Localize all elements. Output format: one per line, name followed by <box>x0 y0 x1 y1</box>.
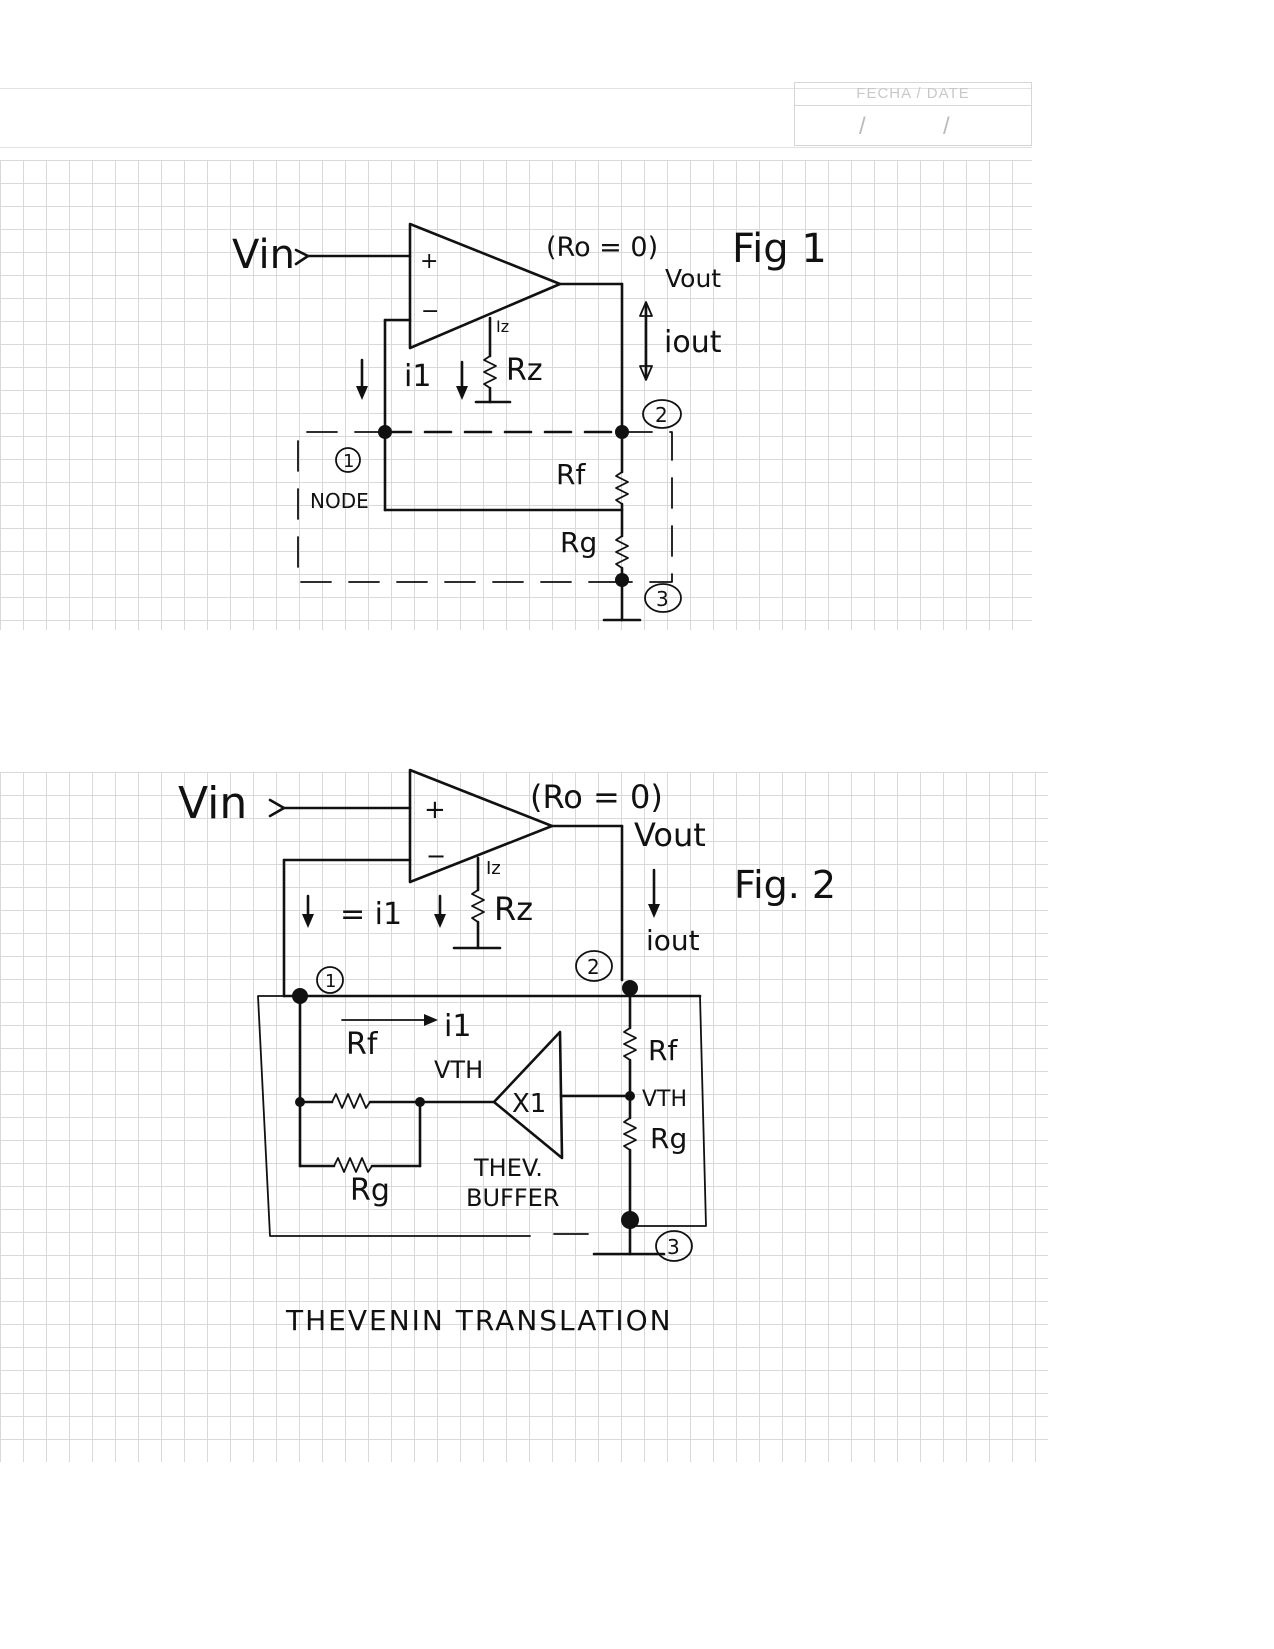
fig1-rz-label: Rz <box>506 353 543 388</box>
fig1-minus-sign: − <box>421 299 439 324</box>
fig2-rf-left-resistor <box>331 1093 371 1109</box>
fig2-node3-circle <box>655 1230 693 1262</box>
fig2-iout-label: iout <box>646 924 700 957</box>
fig2-node1-number: 1 <box>325 971 336 992</box>
fig2-left-junction <box>295 1097 305 1107</box>
fig2-node1-circle <box>316 966 344 994</box>
date-slash-1: / <box>859 113 866 140</box>
fig2-node2-number: 2 <box>587 955 600 979</box>
date-slash-2: / <box>943 113 950 140</box>
fig2-i1-eq-label: = i1 <box>340 897 402 932</box>
fig2-buffer-label-1: THEV. <box>473 1154 543 1182</box>
fig1-rf-label: Rf <box>556 458 586 491</box>
grid-paper-bottom <box>0 772 1048 1462</box>
fig2-vth-right-label: VTH <box>642 1087 687 1112</box>
fig2-vout-label: Vout <box>634 816 706 854</box>
fig1-iout-arrowhead-down <box>639 365 653 381</box>
fig2-buffer-gain: X1 <box>512 1089 546 1119</box>
fig1-opamp <box>408 222 562 350</box>
fig1-node2-circle <box>642 399 682 429</box>
fig2-rg-left-label: Rg <box>350 1173 390 1208</box>
fig2-plus-sign: + <box>424 795 446 825</box>
fig1-node1-circle <box>335 447 361 473</box>
fig1-node1-number: 1 <box>343 451 354 472</box>
fig1-rg-label: Rg <box>560 526 597 559</box>
fig2-input-arrow <box>268 798 286 818</box>
fig1-rz-resistor <box>483 355 497 389</box>
fig2-rf-right-resistor <box>623 1027 637 1061</box>
fig1-node2-number: 2 <box>655 403 668 427</box>
date-label: FECHA / DATE <box>795 83 1031 106</box>
fig1-iz-label: Iz <box>496 317 509 336</box>
fig2-divider-junction <box>625 1091 635 1101</box>
fig2-ro-label: (Ro = 0) <box>530 778 663 816</box>
fig1-vout-label: Vout <box>665 264 721 293</box>
fig2-rz-label: Rz <box>494 890 533 928</box>
fig1-iout-arrowhead-up <box>639 301 653 317</box>
fig2-rz-resistor <box>471 889 485 923</box>
fig2-caption: THEVENIN TRANSLATION <box>285 1304 673 1337</box>
fig1-node3-number: 3 <box>656 587 669 611</box>
fig2-title: Fig. 2 <box>734 863 836 907</box>
fig2-rf-right-label: Rf <box>648 1034 678 1067</box>
grid-paper-top <box>0 160 1032 630</box>
fig1-diagram: Vin + − (Ro = 0) Vout Fig 1 iout i1 Iz R… <box>232 222 827 622</box>
fig1-node3-circle <box>644 583 682 613</box>
fig1-rg-resistor <box>615 535 629 569</box>
fig1-dashed-loop-left <box>297 431 623 583</box>
fig2-vth-left-label: VTH <box>434 1056 483 1084</box>
fig2-i1-bus-arrowhead <box>424 1014 438 1026</box>
fig1-iout-label: iout <box>664 325 722 360</box>
fig2-minus-sign: − <box>426 842 446 870</box>
fig1-rf-resistor <box>615 471 629 505</box>
fig2-i1-bus-label: i1 <box>444 1009 471 1044</box>
fig1-node-label: NODE <box>310 489 369 513</box>
page-header-band <box>0 88 1032 148</box>
fig1-ro-label: (Ro = 0) <box>546 232 658 263</box>
fig1-i1-arrowhead <box>356 386 368 400</box>
fig1-i1-label: i1 <box>404 359 431 394</box>
fig2-vin-label: Vin <box>178 778 247 829</box>
fig1-input-arrow <box>294 248 310 266</box>
fig2-iout-arrowhead <box>648 904 660 918</box>
fig2-i1-arrowhead <box>302 914 314 928</box>
fig2-buffer-label-2: BUFFER <box>466 1184 559 1212</box>
fig2-rg-right-label: Rg <box>650 1122 687 1155</box>
fig2-node3-number: 3 <box>667 1235 680 1259</box>
fig1-dashed-loop-right <box>621 431 673 583</box>
fig2-iz-arrowhead <box>434 914 446 928</box>
fig2-node3-dot <box>621 1211 639 1229</box>
fig2-rg-right-resistor <box>623 1117 637 1151</box>
fig2-iz-label: Iz <box>486 858 501 879</box>
fig1-iz-arrowhead <box>456 386 468 400</box>
fig2-rg-left-resistor <box>333 1157 373 1173</box>
fig2-rf-left-label: Rf <box>346 1027 379 1062</box>
fig1-vin-label: Vin <box>232 232 295 278</box>
fig1-title: Fig 1 <box>732 226 827 272</box>
fig1-plus-sign: + <box>420 249 438 274</box>
fig2-right-loop <box>629 995 707 1227</box>
fig2-diagram: Vin + − (Ro = 0) Vout Fig. 2 iout = i1 I… <box>178 768 836 1337</box>
date-box: FECHA / DATE / / <box>794 82 1032 146</box>
fig2-opamp <box>408 768 554 884</box>
fig2-left-loop <box>257 995 531 1237</box>
fig2-node2-circle <box>575 950 613 982</box>
